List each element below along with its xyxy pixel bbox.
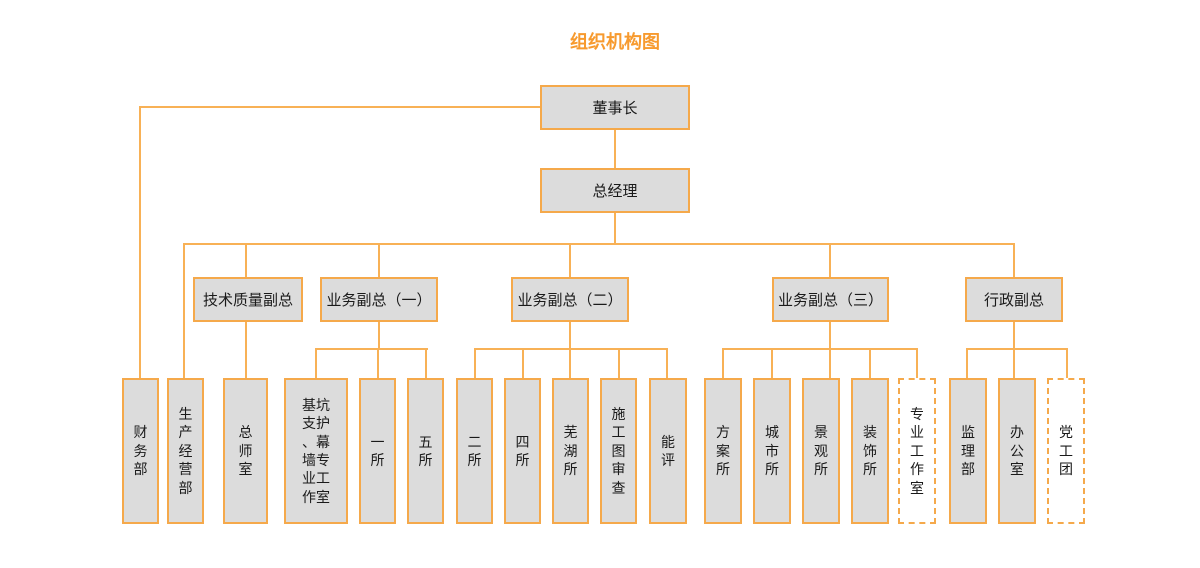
node-label: 业务副总（一） xyxy=(326,292,432,309)
chart-title: 组织机构图 xyxy=(570,32,660,52)
connector-line xyxy=(245,243,247,277)
connector-line xyxy=(722,348,918,350)
node-label: 总师室 xyxy=(238,424,253,478)
node-dept-institute-2: 二所 xyxy=(456,378,493,524)
node-label: 党工团 xyxy=(1059,424,1073,478)
connector-line xyxy=(722,348,724,378)
connector-line xyxy=(315,348,317,378)
node-vp-business-1: 业务副总（一） xyxy=(320,277,438,322)
connector-line xyxy=(1013,322,1015,349)
node-vp-admin: 行政副总 xyxy=(965,277,1063,322)
connector-line xyxy=(916,348,918,378)
node-dept-supervision: 监理部 xyxy=(949,378,987,524)
node-label: 技术质量副总 xyxy=(202,292,293,309)
connector-line xyxy=(140,106,542,108)
node-dept-construction-drawing-review: 施工图审查 xyxy=(600,378,637,524)
node-label: 芜湖所 xyxy=(563,424,578,478)
node-dept-energy-assessment: 能评 xyxy=(649,378,687,524)
node-label: 二所 xyxy=(467,433,482,468)
node-dept-decoration-institute: 装饰所 xyxy=(851,378,889,524)
connector-line xyxy=(569,322,571,349)
node-dept-party-union: 党工团 xyxy=(1047,378,1085,524)
connector-line xyxy=(618,348,620,378)
node-label: 专业工作室 xyxy=(910,405,924,496)
connector-line xyxy=(184,243,1015,245)
node-label: 监理部 xyxy=(961,424,975,478)
connector-line xyxy=(474,348,476,378)
connector-line xyxy=(771,348,773,378)
node-label: 行政副总 xyxy=(983,292,1044,309)
connector-line xyxy=(315,348,428,350)
connector-line xyxy=(1013,348,1015,378)
node-label: 基坑支护、幕墙专业工作室 xyxy=(302,396,330,505)
node-dept-professional-studio: 专业工作室 xyxy=(898,378,936,524)
connector-line xyxy=(522,348,524,378)
node-vp-business-2: 业务副总（二） xyxy=(511,277,629,322)
node-label: 装饰所 xyxy=(863,424,877,478)
connector-line xyxy=(869,348,871,378)
node-label: 董事长 xyxy=(592,100,638,117)
connector-line xyxy=(829,322,831,349)
connector-line xyxy=(829,243,831,277)
node-label: 业务副总（三） xyxy=(777,292,883,309)
node-label: 生产经营部 xyxy=(178,405,193,496)
node-label: 财务部 xyxy=(133,424,148,478)
connector-line xyxy=(474,348,668,350)
node-chairman: 董事长 xyxy=(540,85,690,130)
connector-line xyxy=(245,322,247,378)
node-dept-general-office: 办公室 xyxy=(998,378,1036,524)
node-label: 施工图审查 xyxy=(611,405,626,496)
node-label: 城市所 xyxy=(765,424,779,478)
connector-line xyxy=(139,106,141,378)
connector-line xyxy=(378,243,380,277)
connector-line xyxy=(569,348,571,378)
node-label: 方案所 xyxy=(716,424,730,478)
node-dept-pit-support-curtain-wall-studio: 基坑支护、幕墙专业工作室 xyxy=(284,378,348,524)
node-dept-finance: 财务部 xyxy=(122,378,159,524)
node-dept-institute-5: 五所 xyxy=(407,378,444,524)
node-dept-scheme-institute: 方案所 xyxy=(704,378,742,524)
node-dept-chief-engineer-office: 总师室 xyxy=(223,378,268,524)
node-dept-landscape-institute: 景观所 xyxy=(802,378,840,524)
connector-line xyxy=(1066,348,1068,378)
node-dept-wuhu-institute: 芜湖所 xyxy=(552,378,589,524)
node-dept-institute-1: 一所 xyxy=(359,378,396,524)
node-label: 能评 xyxy=(661,433,675,468)
node-dept-production-management: 生产经营部 xyxy=(167,378,204,524)
connector-line xyxy=(1013,243,1015,277)
connector-line xyxy=(614,130,616,168)
node-label: 景观所 xyxy=(814,424,828,478)
node-vp-business-3: 业务副总（三） xyxy=(772,277,889,322)
node-label: 办公室 xyxy=(1010,424,1024,478)
node-dept-institute-4: 四所 xyxy=(504,378,541,524)
node-label: 四所 xyxy=(515,433,530,468)
node-general-manager: 总经理 xyxy=(540,168,690,213)
connector-line xyxy=(425,348,427,378)
connector-line xyxy=(666,348,668,378)
connector-line xyxy=(183,243,185,378)
node-vp-tech-quality: 技术质量副总 xyxy=(193,277,303,322)
connector-line xyxy=(614,213,616,245)
connector-line xyxy=(966,348,968,378)
connector-line xyxy=(569,243,571,277)
node-dept-urban-institute: 城市所 xyxy=(753,378,791,524)
connector-line xyxy=(378,322,380,349)
connector-line xyxy=(966,348,1068,350)
node-label: 总经理 xyxy=(592,183,638,200)
connector-line xyxy=(377,348,379,378)
node-label: 业务副总（二） xyxy=(517,292,623,309)
connector-line xyxy=(829,348,831,378)
node-label: 五所 xyxy=(418,433,433,468)
node-label: 一所 xyxy=(370,433,385,468)
